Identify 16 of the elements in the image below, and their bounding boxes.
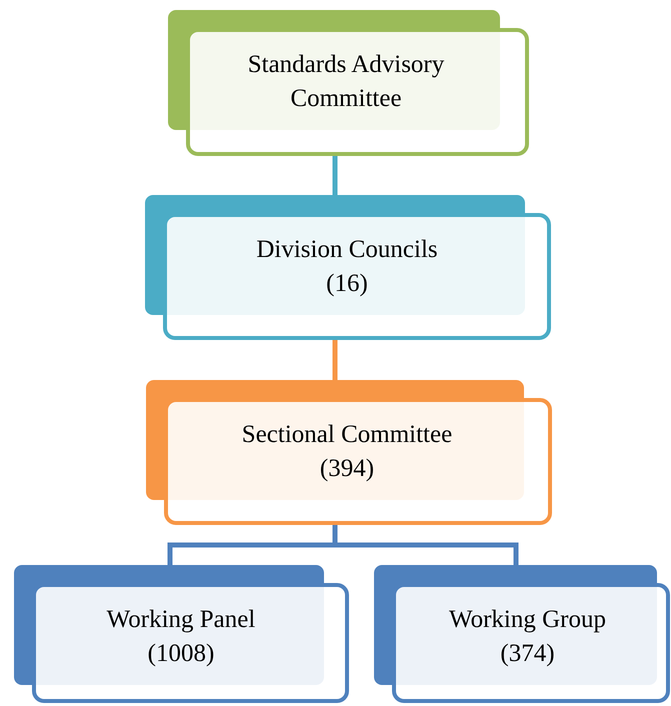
box-title: Working Group (449, 605, 606, 635)
box-count: (16) (326, 269, 368, 299)
connector-line (332, 156, 338, 195)
org-chart-box (146, 380, 552, 525)
org-chart-box (374, 565, 670, 703)
org-chart-box (14, 565, 349, 703)
box-count: (394) (320, 454, 374, 484)
org-chart-box (145, 195, 551, 340)
box-title: Working Panel (106, 605, 256, 635)
org-chart-box (168, 10, 529, 156)
box-title: Standards Advisory Committee (246, 50, 446, 114)
box-count: (1008) (148, 639, 214, 669)
connector-line (332, 340, 338, 380)
box-count: (374) (500, 639, 555, 669)
box-title: Division Councils (256, 235, 438, 265)
box-title: Sectional Committee (242, 420, 452, 450)
